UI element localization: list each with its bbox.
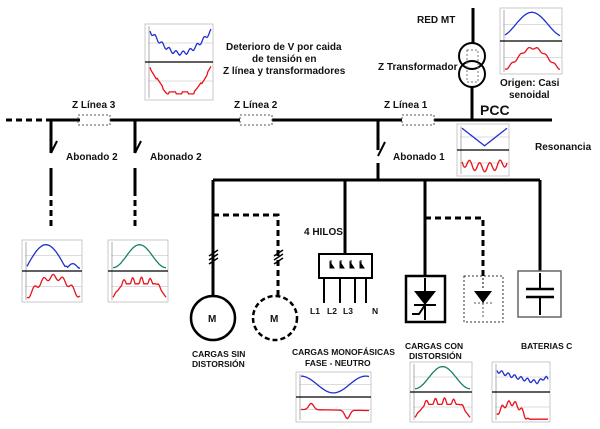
voltage-waveform: [26, 244, 80, 269]
waveform-panel-origen: [499, 7, 563, 75]
red-mt-label: RED MT: [417, 15, 455, 26]
thyristor-rectifier: [404, 274, 447, 324]
waveform-panel-distorsion: [409, 361, 473, 423]
motor-symbol: M: [208, 314, 216, 325]
abonado-1-subbus: [211, 178, 542, 296]
voltage-waveform: [113, 244, 166, 269]
deterioro-label-line3: Z línea y transformadores: [223, 66, 346, 77]
abonado-2a-feeder: [49, 120, 58, 228]
waveform-panel-baterias: [491, 361, 551, 423]
wire-n-label: N: [372, 306, 378, 316]
cargas-sin-label-line2: DISTORSIÓN: [192, 358, 245, 369]
waveform-panel-deterioro: [144, 23, 214, 101]
diode-rectifier-dashed: [463, 275, 504, 323]
voltage-waveform: [461, 127, 508, 147]
waveform-panel-abonado2a: [21, 239, 83, 303]
cargas-mono-label-line2: FASE - NEUTRO: [305, 358, 371, 368]
current-waveform: [26, 273, 81, 299]
capacitor-bank: [517, 270, 562, 318]
transformer: [458, 8, 486, 120]
wire-l3-label: L3: [343, 306, 353, 316]
current-waveform: [461, 159, 508, 173]
voltage-waveform: [149, 28, 212, 57]
z-linea-1-label: Z Línea 1: [384, 100, 428, 111]
z-linea-1-impedance: [401, 114, 435, 126]
abonado-2a-switch[interactable]: [50, 140, 58, 154]
current-waveform: [301, 402, 370, 420]
current-waveform: [112, 276, 167, 298]
abonado-1-switch[interactable]: [377, 141, 386, 157]
motor-solid: M: [189, 294, 237, 342]
z-linea-3-label: Z Línea 3: [72, 100, 116, 111]
deterioro-label-line1: Deterioro de V por caida: [226, 42, 342, 53]
deterioro-label-line2: de tensión en: [252, 54, 316, 65]
voltage-waveform: [496, 370, 549, 385]
three-phase-mark: [208, 249, 219, 265]
wire-l2-label: L2: [327, 306, 337, 316]
voltage-waveform: [504, 11, 561, 37]
cargas-mono-label-line1: CARGAS MONOFÁSICAS: [292, 347, 395, 357]
z-transformador-label: Z Transformador: [378, 62, 458, 73]
baterias-label: BATERIAS C: [521, 341, 572, 351]
four-wire-load-box: [318, 253, 373, 303]
cargas-con-label-line1: CARGAS CON: [405, 341, 463, 351]
abonado-2a-label: Abonado 2: [66, 152, 118, 163]
cargas-con-label-line2: DISTORSIÓN: [409, 350, 462, 361]
waveform-panel-monofasica: [295, 371, 372, 423]
current-waveform: [496, 399, 548, 420]
transformer-secondary-coil: [458, 60, 486, 88]
cargas-sin-label-line1: CARGAS SIN: [192, 349, 245, 359]
three-phase-mark-dashed: [273, 249, 284, 265]
resonancia-label: Resonancia: [535, 142, 592, 153]
current-waveform: [149, 66, 212, 95]
z-transformador-impedance: [466, 49, 479, 83]
origen-label-line2: senoidal: [509, 90, 550, 101]
waveform-panel-abonado2b: [107, 239, 169, 303]
waveform-panels: [21, 7, 563, 423]
voltage-waveform: [414, 365, 471, 390]
voltage-waveform: [300, 375, 370, 394]
z-linea-2-label: Z Línea 2: [234, 100, 278, 111]
motor-dashed: M: [251, 294, 299, 342]
pcc-label: PCC: [480, 102, 510, 118]
current-waveform: [414, 397, 471, 418]
lamp-icons: [329, 260, 365, 269]
motor-symbol-dashed: M: [270, 314, 278, 325]
waveform-panel-pcc: [456, 123, 510, 177]
abonado-1-feeder: [376, 120, 386, 180]
wire-l1-label: L1: [310, 306, 320, 316]
abonado-2b-label: Abonado 2: [150, 152, 202, 163]
abonado-2b-feeder: [133, 120, 142, 228]
cuatro-hilos-label: 4 HILOS: [304, 227, 343, 238]
origen-label-line1: Origen: Casi: [500, 78, 560, 89]
abonado-2b-switch[interactable]: [134, 140, 142, 154]
abonado-1-label: Abonado 1: [393, 152, 445, 163]
transformer-primary-coil: [458, 42, 486, 70]
z-linea-2-impedance: [239, 114, 273, 126]
z-linea-3-impedance: [77, 114, 111, 126]
current-waveform: [504, 46, 561, 71]
